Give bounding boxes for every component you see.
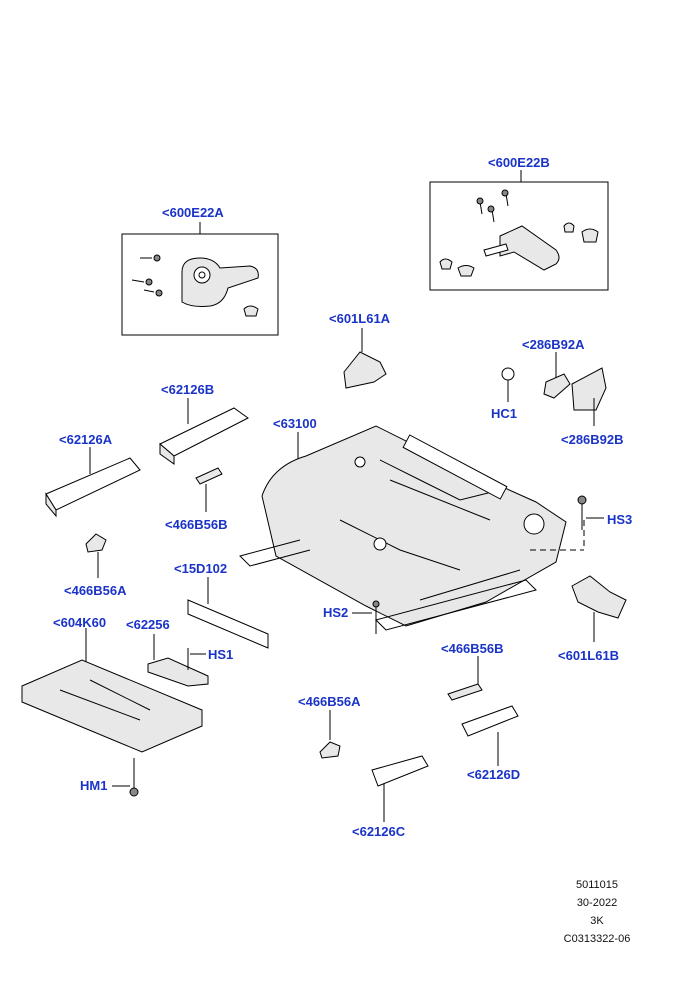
clip-466B56B-bottom xyxy=(447,656,483,701)
label-HM1[interactable]: HM1 xyxy=(80,778,108,793)
rail-cover-62126A xyxy=(45,447,141,518)
label-HS1[interactable]: HS1 xyxy=(208,647,234,662)
bolt-HS2 xyxy=(352,600,380,634)
motor-600E22B-group xyxy=(429,170,609,291)
motor-600E22A-group xyxy=(121,222,279,336)
label-HC1[interactable]: HC1 xyxy=(491,406,518,421)
footer-line-2: 30-2022 xyxy=(576,897,618,909)
label-15D102[interactable]: <15D102 xyxy=(174,561,228,576)
label-62126A[interactable]: <62126A xyxy=(59,432,113,447)
label-600E22A[interactable]: <600E22A xyxy=(162,205,224,220)
label-466B56B-bottom[interactable]: <466B56B xyxy=(441,641,504,656)
bracket-286B92-group xyxy=(501,352,607,426)
label-466B56A-top[interactable]: <466B56A xyxy=(64,583,127,598)
label-62126D[interactable]: <62126D xyxy=(467,767,521,782)
label-HS2[interactable]: HS2 xyxy=(323,605,349,620)
label-466B56B-top[interactable]: <466B56B xyxy=(165,517,228,532)
label-466B56A-bottom[interactable]: <466B56A xyxy=(298,694,361,709)
bolt-HM1 xyxy=(112,758,139,797)
label-62126B[interactable]: <62126B xyxy=(161,382,215,397)
footer-line-1: 5011015 xyxy=(575,879,618,891)
rail-cover-62126B xyxy=(159,398,249,465)
label-62126C[interactable]: <62126C xyxy=(352,824,406,839)
label-286B92B[interactable]: <286B92B xyxy=(561,432,624,447)
harness-15D102 xyxy=(187,577,269,649)
label-286B92A[interactable]: <286B92A xyxy=(522,337,585,352)
label-604K60[interactable]: <604K60 xyxy=(53,615,107,630)
footer-line-4: C0313322-06 xyxy=(563,933,631,945)
footer-line-3: 3K xyxy=(590,915,604,927)
tray-604K60 xyxy=(21,628,203,753)
label-601L61A[interactable]: <601L61A xyxy=(329,311,391,326)
label-601L61B[interactable]: <601L61B xyxy=(558,648,620,663)
clip-466B56A-bottom xyxy=(319,710,341,759)
clip-466B56A-top xyxy=(85,533,107,578)
bracket-62256 xyxy=(147,634,209,687)
seat-frame-63100 xyxy=(239,425,585,631)
label-HS3[interactable]: HS3 xyxy=(607,512,633,527)
label-62256[interactable]: <62256 xyxy=(126,617,170,632)
rail-cover-62126D xyxy=(461,705,519,766)
label-600E22B[interactable]: <600E22B xyxy=(488,155,550,170)
rail-cover-62126C xyxy=(371,755,429,822)
clip-466B56B-top xyxy=(195,467,223,512)
cover-601L61B xyxy=(571,575,627,642)
bolt-HS3 xyxy=(577,495,604,530)
label-63100[interactable]: <63100 xyxy=(273,416,317,431)
cover-601L61A xyxy=(343,328,387,389)
